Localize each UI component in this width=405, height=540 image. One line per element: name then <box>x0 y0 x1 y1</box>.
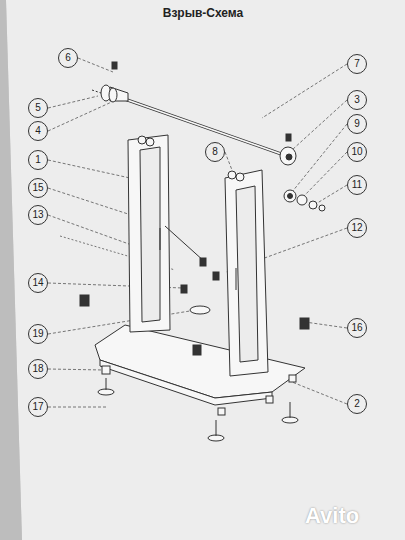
callout-circle: 6 <box>58 48 78 68</box>
callout-circle: 19 <box>28 324 48 344</box>
callout-number: 3 <box>354 95 360 105</box>
callout-number: 2 <box>354 399 360 409</box>
callout-circle: 3 <box>347 90 367 110</box>
callout-circle: 13 <box>28 205 48 225</box>
callout-number: 18 <box>32 364 43 374</box>
callout-circle: 11 <box>347 175 367 195</box>
callout-circle: 9 <box>347 114 367 134</box>
callout-number: 4 <box>35 126 41 136</box>
callout-circle: 5 <box>28 98 48 118</box>
callout-number: 1 <box>35 155 41 165</box>
callout-number: 7 <box>354 59 360 69</box>
callout-circle: 4 <box>28 121 48 141</box>
callout-circle: 10 <box>347 142 367 162</box>
callout-number: 11 <box>352 180 362 190</box>
callout-number: 13 <box>32 210 43 220</box>
callout-number: 10 <box>351 147 362 157</box>
callout-number: 12 <box>351 223 362 233</box>
callout-number: 9 <box>354 119 360 129</box>
callout-circle: 16 <box>347 318 367 338</box>
watermark: Avito <box>305 503 359 529</box>
callout-circle: 15 <box>28 178 48 198</box>
callout-circle: 12 <box>347 218 367 238</box>
callout-circle: 1 <box>28 150 48 170</box>
callout-circle: 18 <box>28 359 48 379</box>
callout-number: 19 <box>32 329 43 339</box>
callout-number: 17 <box>32 402 43 412</box>
callout-circle: 2 <box>347 394 367 414</box>
callout-number: 15 <box>32 183 43 193</box>
callout-number: 14 <box>32 278 43 288</box>
callout-number: 6 <box>65 53 71 63</box>
callout-circle: 8 <box>205 142 225 162</box>
callout-number: 8 <box>212 147 218 157</box>
callout-circle: 17 <box>28 397 48 417</box>
callout-circle: 14 <box>28 273 48 293</box>
callout-number: 16 <box>351 323 362 333</box>
callout-number: 5 <box>35 103 41 113</box>
diagram-title: Взрыв-Схема <box>163 6 244 20</box>
callout-circle: 7 <box>347 54 367 74</box>
